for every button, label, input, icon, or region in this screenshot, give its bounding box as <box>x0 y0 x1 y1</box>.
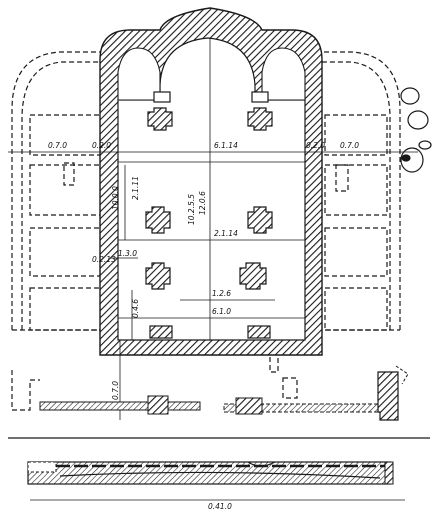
dimension-labels: 0.7.0 0.2.0 6.1.14 0.2.0 0.7.0 10.0.0 2.… <box>48 141 359 400</box>
dim-nave-length: 10.2.5.5 <box>187 194 196 225</box>
dim-nave-width: 6.1.14 <box>214 141 238 150</box>
dim-bay-height: 2.1.11 <box>131 176 140 200</box>
piers <box>145 91 273 339</box>
dim-nave-length-alt: 12.0.6 <box>198 191 207 215</box>
dim-porch-depth: 0.7.0 <box>111 381 120 400</box>
dim-pier-gap-a: 0.2.13 <box>92 255 116 264</box>
dim-total-length: 0.41.0 <box>208 502 232 511</box>
dim-west-width: 6.1.0 <box>212 307 231 316</box>
dim-south-aisle: 0.7.0 <box>340 141 359 150</box>
foundation-plan <box>11 365 409 421</box>
dim-pier-offset: 1.2.6 <box>212 289 231 298</box>
stone-fragments <box>400 87 432 173</box>
dim-pier-span: 2.1.14 <box>214 229 238 238</box>
dim-pier-depth: 0.4.6 <box>131 299 140 318</box>
dim-west-bay: 10.0.0 <box>111 186 120 210</box>
dim-north-aisle: 0.7.0 <box>48 141 67 150</box>
dim-south-wall: 0.2.0 <box>306 141 325 150</box>
dim-pier-gap-b: 1.3.0 <box>118 249 137 258</box>
dimension-lines <box>8 38 418 501</box>
section-elevation <box>27 461 394 485</box>
dim-north-wall: 0.2.0 <box>92 141 111 150</box>
